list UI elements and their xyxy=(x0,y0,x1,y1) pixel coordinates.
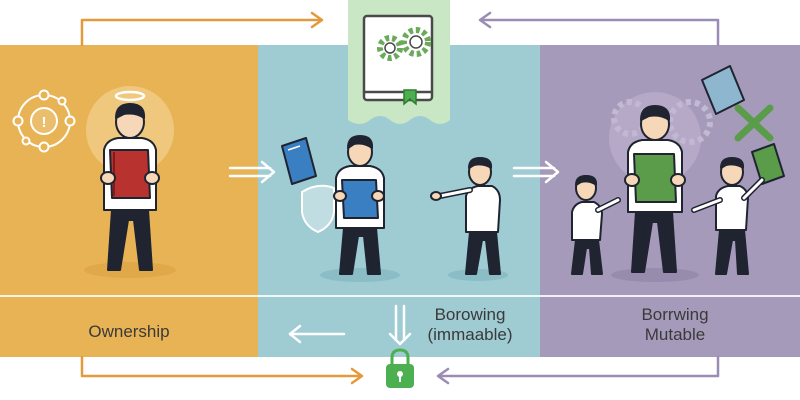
pointing-person xyxy=(430,157,501,275)
borrower-holding-book xyxy=(333,135,385,275)
owner-person xyxy=(100,90,160,271)
ground-shadow xyxy=(611,268,699,282)
ownership-label: Ownership xyxy=(0,322,258,342)
small-left-person xyxy=(571,175,621,275)
small-right-person xyxy=(691,157,765,275)
halo-icon xyxy=(114,90,146,102)
flow-arrow-2-to-3 xyxy=(512,160,560,184)
borrowing-mutable-label-line-1: Borrwing xyxy=(641,305,709,324)
borrowing-immutable-label: Borowing (immaable) xyxy=(400,305,540,345)
panel-divider xyxy=(0,295,258,297)
top-flow-arrow-left xyxy=(478,11,720,47)
green-book-icon xyxy=(751,143,785,185)
bottom-flow-arrow-right xyxy=(80,355,364,385)
wrench-icon xyxy=(734,104,774,142)
borrowing-mutable-label: Borrwing Mutable xyxy=(600,305,750,345)
flow-arrow-down xyxy=(388,304,412,346)
shield-icon xyxy=(301,184,335,234)
borrowing-immutable-label-line-1: Borowing xyxy=(434,305,506,324)
ground-shadow xyxy=(84,262,176,278)
floating-book-icon xyxy=(701,65,745,115)
panel-divider xyxy=(258,295,540,297)
panel-divider xyxy=(540,295,800,297)
flow-arrow-1-to-2 xyxy=(228,160,276,184)
orbit-icon: ! xyxy=(12,89,76,153)
bottom-flow-arrow-left xyxy=(436,355,720,385)
borrowing-immutable-label-line-2: (immaable) xyxy=(427,325,513,344)
lock-icon xyxy=(386,348,414,388)
floating-blue-book xyxy=(281,137,317,185)
flow-arrow-back xyxy=(288,324,346,344)
ownership-label-line: Ownership xyxy=(88,322,170,341)
gear-book-icon xyxy=(348,0,450,124)
top-flow-arrow-right xyxy=(80,11,324,47)
borrowing-mutable-label-line-2: Mutable xyxy=(644,325,706,344)
svg-text:!: ! xyxy=(42,114,47,131)
ground-shadow xyxy=(320,268,400,282)
mutable-owner-person xyxy=(624,105,686,273)
